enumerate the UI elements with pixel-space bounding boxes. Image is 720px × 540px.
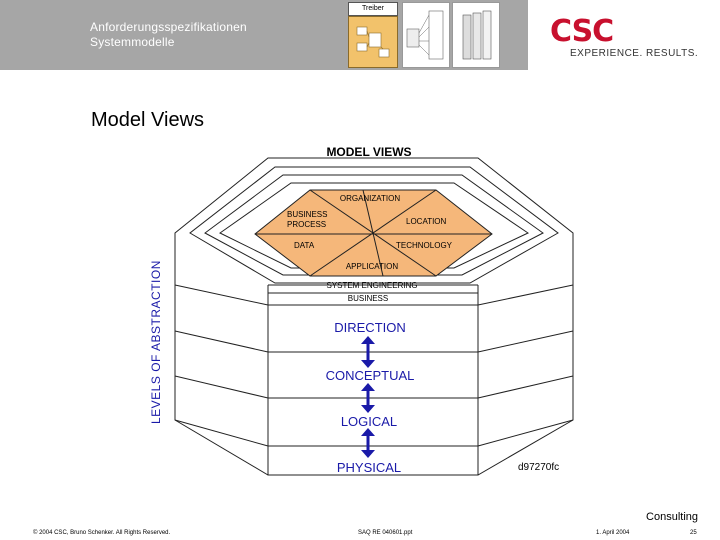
logo-mark: CSC [550, 14, 614, 49]
nav-treiber-thumbnail[interactable] [348, 16, 398, 68]
footer-company: Consulting [646, 511, 698, 523]
level-physical: PHYSICAL [337, 460, 401, 475]
double-arrow-icon [361, 383, 375, 413]
label-application: APPLICATION [346, 262, 399, 271]
label-technology: TECHNOLOGY [396, 241, 453, 250]
double-arrow-icon [361, 428, 375, 458]
level-conceptual: CONCEPTUAL [326, 368, 415, 383]
nav-thumbnail-3[interactable] [452, 2, 500, 68]
nav-thumbnail-2[interactable] [402, 2, 450, 68]
double-arrow-icon [361, 336, 375, 368]
center-divider-diagonal-2 [309, 189, 437, 277]
figure-id: d97270fc [518, 462, 559, 473]
label-data: DATA [294, 241, 315, 250]
label-organization: ORGANIZATION [340, 194, 401, 203]
logo-tagline: EXPERIENCE. RESULTS. [570, 48, 699, 59]
footer-copyright: © 2004 CSC, Bruno Schenker. All Rights R… [33, 530, 171, 536]
footer-file: SAQ RE 040601.ppt [358, 530, 413, 536]
side-label-levels-of-abstraction: LEVELS OF ABSTRACTION [149, 260, 163, 424]
stack-layer-lines [174, 284, 574, 447]
nav-treiber-label[interactable]: Treiber [348, 2, 398, 16]
footer-date: 1. April 2004 [596, 530, 630, 536]
level-logical: LOGICAL [341, 414, 397, 429]
label-system-engineering: SYSTEM ENGINEERING [326, 281, 417, 290]
header-title: Anforderungsspezifikationen Systemmodell… [90, 20, 247, 50]
diagram-heading: MODEL VIEWS [326, 145, 411, 159]
header-title-line1: Anforderungsspezifikationen [90, 20, 247, 34]
page-title: Model Views [91, 109, 205, 131]
label-business: BUSINESS [348, 294, 388, 303]
label-business-process-line2: PROCESS [287, 220, 326, 229]
level-direction: DIRECTION [334, 320, 406, 335]
label-business-process-line1: BUSINESS [287, 210, 327, 219]
label-location: LOCATION [406, 217, 447, 226]
footer-page-number: 25 [690, 530, 697, 536]
header-title-line2: Systemmodelle [90, 35, 175, 49]
logo: CSC EXPERIENCE. RESULTS. [530, 8, 720, 68]
